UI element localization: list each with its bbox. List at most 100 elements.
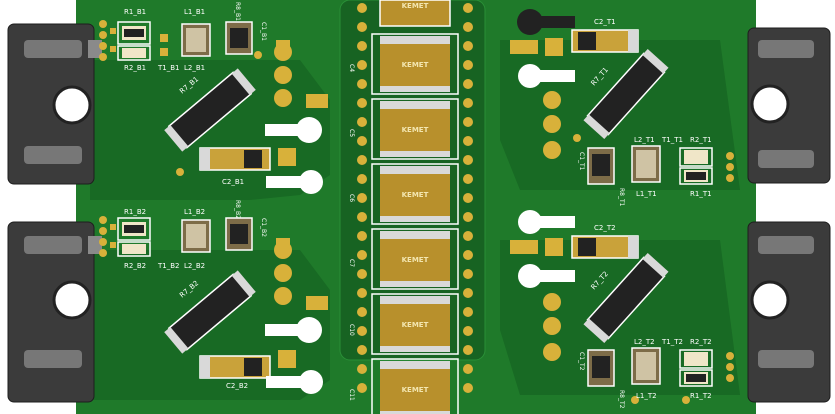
- label-r2-t1: R2_T1: [690, 136, 712, 144]
- heatsink-left-bottom: [7, 221, 102, 403]
- label-l1-t1: L1_T1: [636, 190, 657, 198]
- via: [357, 345, 367, 355]
- label-r8-t2: R8_T2: [618, 390, 625, 409]
- center-via-columns: [357, 3, 473, 393]
- kemet-capacitor-partial: [379, 0, 451, 27]
- via: [357, 383, 367, 393]
- capacitor-ref-label: C5: [348, 129, 355, 137]
- heatsink-right-bottom: [747, 221, 831, 403]
- via: [357, 60, 367, 70]
- via: [463, 345, 473, 355]
- label-c1-t1: C1_T1: [578, 152, 585, 171]
- label-l2-t2: L2_T2: [634, 338, 655, 346]
- label-c2-t2: C2_T2: [594, 224, 616, 232]
- via: [463, 231, 473, 241]
- label-c1-b2: C1_B2: [260, 218, 267, 237]
- via: [357, 79, 367, 89]
- label-r1-t2: R1_T2: [690, 392, 712, 400]
- heatsink-right-top: [747, 27, 831, 184]
- kemet-capacitor: KEMET C7: [348, 228, 459, 290]
- label-l2-t1: L2_T1: [634, 136, 655, 144]
- via: [463, 326, 473, 336]
- via: [357, 136, 367, 146]
- via: [463, 60, 473, 70]
- cluster-right-bottom: [510, 210, 734, 404]
- label-c2-b2: C2_B2: [226, 382, 248, 390]
- kemet-capacitor: KEMET C11: [348, 358, 459, 414]
- label-c2-t1: C2_T1: [594, 18, 616, 26]
- kemet-logo-text: KEMET: [402, 256, 429, 264]
- cluster-left-top: [99, 20, 328, 194]
- via: [463, 288, 473, 298]
- kemet-logo-text: KEMET: [402, 321, 429, 329]
- via: [463, 269, 473, 279]
- via: [357, 22, 367, 32]
- via: [463, 136, 473, 146]
- label-c1-b1: C1_B1: [260, 22, 267, 41]
- label-c2-b1: C2_B1: [222, 178, 244, 186]
- via: [357, 193, 367, 203]
- via: [463, 117, 473, 127]
- kemet-logo-text: KEMET: [402, 126, 429, 134]
- label-c1-t2: C1_T2: [578, 352, 585, 371]
- via: [463, 250, 473, 260]
- center-capacitor-column: KEMETC4KEMETC5KEMETC6KEMETC7KEMETC10KEME…: [348, 0, 459, 414]
- kemet-capacitor: KEMET C6: [348, 163, 459, 225]
- kemet-logo-text: KEMET: [402, 61, 429, 69]
- via: [463, 364, 473, 374]
- capacitor-ref-label: C11: [348, 389, 355, 401]
- via: [463, 155, 473, 165]
- label-r1-b1: R1_B1: [124, 8, 146, 16]
- label-r2-b2: R2_B2: [124, 262, 146, 270]
- via: [357, 212, 367, 222]
- label-r8-t1: R8_T1: [618, 188, 625, 207]
- kemet-logo-text: KEMET: [402, 386, 429, 394]
- label-l1-t2: L1_T2: [636, 392, 657, 400]
- via: [463, 307, 473, 317]
- via: [463, 193, 473, 203]
- kemet-capacitor: KEMET C10: [348, 293, 459, 355]
- capacitor-ref-label: C7: [348, 259, 355, 267]
- via: [463, 3, 473, 13]
- label-l1-b2: L1_B2: [184, 208, 205, 216]
- capacitor-ref-label: C4: [348, 64, 355, 72]
- label-t1-t2: T1_T2: [661, 338, 683, 346]
- via: [463, 383, 473, 393]
- via: [463, 41, 473, 51]
- label-r2-b1: R2_B1: [124, 64, 146, 72]
- kemet-capacitor: KEMET C4: [348, 33, 459, 95]
- label-t1-t1: T1_T1: [661, 136, 683, 144]
- via: [463, 212, 473, 222]
- via: [357, 307, 367, 317]
- label-l2-b2: L2_B2: [184, 262, 205, 270]
- via: [463, 174, 473, 184]
- via: [357, 174, 367, 184]
- kemet-logo-text: KEMET: [402, 191, 429, 199]
- cluster-right-top: [510, 9, 734, 185]
- label-l1-b1: L1_B1: [184, 8, 205, 16]
- label-t1-b2: T1_B2: [157, 262, 180, 270]
- via: [357, 250, 367, 260]
- cluster-left-bottom: [99, 216, 328, 394]
- label-t1-b1: T1_B1: [157, 64, 180, 72]
- capacitor-ref-label: C10: [348, 324, 355, 336]
- heatsink-left-top: [7, 23, 102, 185]
- via: [357, 288, 367, 298]
- via: [463, 79, 473, 89]
- via: [357, 231, 367, 241]
- label-r1-b2: R1_B2: [124, 208, 146, 216]
- via: [357, 155, 367, 165]
- label-l2-b1: L2_B1: [184, 64, 205, 72]
- via: [357, 117, 367, 127]
- via: [463, 98, 473, 108]
- via: [357, 269, 367, 279]
- capacitor-ref-label: C6: [348, 194, 355, 202]
- kemet-logo-text: KEMET: [402, 2, 429, 10]
- kemet-capacitor: KEMET C5: [348, 98, 459, 160]
- label-r8-b1: R8_B1: [234, 2, 241, 21]
- via: [357, 3, 367, 13]
- label-r2-t2: R2_T2: [690, 338, 712, 346]
- via: [463, 22, 473, 32]
- via: [357, 364, 367, 374]
